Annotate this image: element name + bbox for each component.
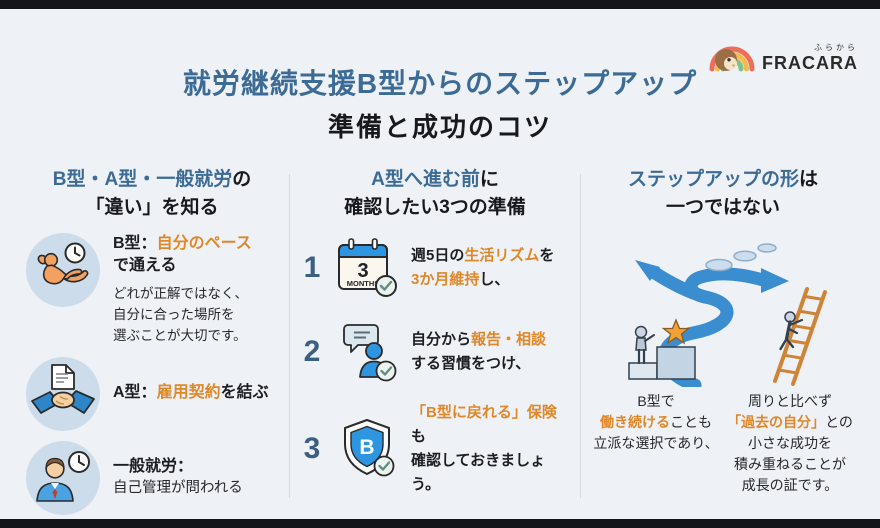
caption-line: 成長の証です。 [741, 477, 839, 494]
label-plain: B型： [113, 235, 157, 253]
step-line1: 週5日の生活リズムを [411, 244, 554, 268]
heading-line1: B型・A型・一般就労の [26, 166, 278, 194]
shield-letter: B [359, 436, 374, 459]
report-chat-icon [332, 317, 402, 387]
text-plain: ことも [670, 414, 712, 431]
caption-line: B型で [637, 393, 675, 410]
column-many-paths: ステップアップの形は 一つではない [592, 166, 854, 514]
heading-plain: に [479, 169, 499, 190]
text-accent: 3か月維持 [411, 271, 480, 289]
caption-line: 小さな成功を [748, 435, 832, 452]
caption-line: 働き続けることも [592, 412, 720, 433]
list-item-a-type: A型：雇用契約を結ぶ [26, 356, 278, 431]
text-plain: との [825, 414, 853, 431]
calendar-3months-icon: 3 MONTHS [332, 233, 402, 303]
label-accent: 自分のペース [156, 235, 252, 253]
text-plain-tail: を [539, 247, 555, 265]
column-know-differences: B型・A型・一般就労の 「違い」を知る [26, 166, 278, 515]
text-plain: 自分から [411, 331, 472, 349]
heading-line2: 確認したい3つの準備 [344, 196, 526, 218]
caption-past-self: 周りと比べず 「過去の自分」との 小さな成功を 積み重ねることが 成長の証です。 [726, 391, 854, 496]
step-number: 2 [303, 335, 321, 369]
text-plain: 週5日の [411, 247, 465, 265]
heading-plain: は [799, 169, 819, 190]
calendar-number: 3 [357, 260, 368, 282]
page-title: 就労継続支援B型からのステップアップ [182, 68, 698, 99]
step-item-2: 2 自分から報告・相談 する習慣をつけ、 [301, 317, 569, 387]
shield-b-icon: B [332, 414, 402, 484]
item-label: A型：雇用契約を結ぶ [113, 382, 269, 404]
column2-heading: A型へ進む前に 確認したい3つの準備 [301, 166, 569, 221]
caption-row: B型で 働き続けることも 立派な選択であり、 周りと比べず 「過去の自分」との … [592, 391, 854, 496]
column1-heading: B型・A型・一般就労の 「違い」を知る [26, 166, 278, 221]
text-accent: 「過去の自分」 [727, 414, 826, 431]
top-border-bar [0, 0, 880, 9]
column-divider [289, 174, 290, 498]
column-three-preparations: A型へ進む前に 確認したい3つの準備 1 3 MONTHS [301, 166, 569, 514]
list-item-b-type: B型：自分のペース で通える どれが正解ではなく、 自分に合った場所を 選ぶこと… [26, 233, 278, 347]
caption-line: 周りと比べず [748, 393, 832, 410]
label-accent: 雇用契約 [156, 384, 221, 402]
brand-text: ふらから FRACARA [762, 43, 858, 73]
heading-line2: 一つではない [665, 196, 780, 218]
text-accent: 報告・相談 [471, 331, 547, 349]
column3-heading: ステップアップの形は 一つではない [592, 166, 854, 221]
item-text: 一般就労： 自己管理が問われる [113, 456, 243, 499]
step-line2: 確認しておきましょう。 [411, 452, 546, 494]
heading-accent: B型・A型・一般就労 [52, 169, 233, 190]
caption-line: 立派な選択であり、 [593, 435, 719, 452]
step-paths-illustration [592, 235, 854, 388]
label-plain-tail: を結ぶ [220, 384, 269, 402]
caption-line: 積み重ねることが [734, 456, 846, 473]
heading-line1: ステップアップの形は [592, 166, 854, 194]
text-accent: 働き続ける [600, 414, 670, 431]
item-label-line2: で通える [113, 257, 177, 275]
relax-clock-icon [26, 233, 100, 308]
step-number: 1 [303, 251, 321, 285]
item-note: どれが正解ではなく、 自分に合った場所を 選ぶことが大切です。 [113, 285, 248, 343]
caption-continue-b: B型で 働き続けることも 立派な選択であり、 [592, 391, 720, 496]
label-plain: A型： [113, 384, 157, 402]
step-number: 3 [303, 432, 321, 466]
step-text: 「B型に戻れる」保険も 確認しておきましょう。 [411, 401, 569, 497]
heading-line2: 「違い」を知る [85, 196, 219, 218]
page-subtitle: 準備と成功のコツ [327, 112, 552, 142]
handshake-contract-icon [26, 356, 100, 431]
text-plain-tail: も [411, 428, 427, 446]
step-line1: 「B型に戻れる」保険も [411, 401, 569, 449]
list-item-general-employment: 一般就労： 自己管理が問われる [26, 440, 278, 515]
bottom-border-bar [0, 519, 880, 528]
heading-line1: A型へ進む前に [301, 166, 569, 194]
businessman-clock-icon [26, 440, 100, 515]
heading-accent: ステップアップの形 [627, 169, 799, 190]
item-text: B型：自分のペース で通える どれが正解ではなく、 自分に合った場所を 選ぶこと… [113, 233, 252, 347]
step-item-1: 1 3 MONTHS 週5日の生活リズムを 3か月維持し、 [301, 233, 569, 303]
calendar-label: MONTHS [347, 279, 380, 288]
column-divider [580, 174, 581, 498]
item-label: B型：自分のペース [113, 233, 252, 255]
step-item-3: 3 B 「B型に戻れる」保険も 確認しておきましょう。 [301, 401, 569, 497]
item-label: 一般就労： [113, 457, 194, 475]
caption-line: 「過去の自分」との [726, 412, 854, 433]
step-text: 週5日の生活リズムを 3か月維持し、 [411, 244, 554, 292]
step-line1: 自分から報告・相談 [411, 328, 546, 352]
brand-furigana: ふらから [814, 43, 858, 52]
item-label-line2: 自己管理が問われる [113, 480, 243, 497]
heading-accent: A型へ進む前 [371, 169, 480, 190]
step-line2: する習慣をつけ、 [411, 355, 531, 373]
brand-name: FRACARA [762, 53, 858, 73]
heading-plain: の [232, 169, 252, 190]
rainbow-hedgehog-icon [709, 46, 755, 72]
step-line2: 3か月維持し、 [411, 268, 554, 292]
text-plain-tail: し、 [479, 271, 510, 289]
text-accent: 「B型に戻れる」保険 [411, 404, 557, 422]
step-text: 自分から報告・相談 する習慣をつけ、 [411, 328, 546, 376]
content-columns: B型・A型・一般就労の 「違い」を知る [26, 166, 854, 515]
brand-logo: ふらから FRACARA [709, 36, 858, 72]
text-accent: 生活リズム [464, 247, 540, 265]
